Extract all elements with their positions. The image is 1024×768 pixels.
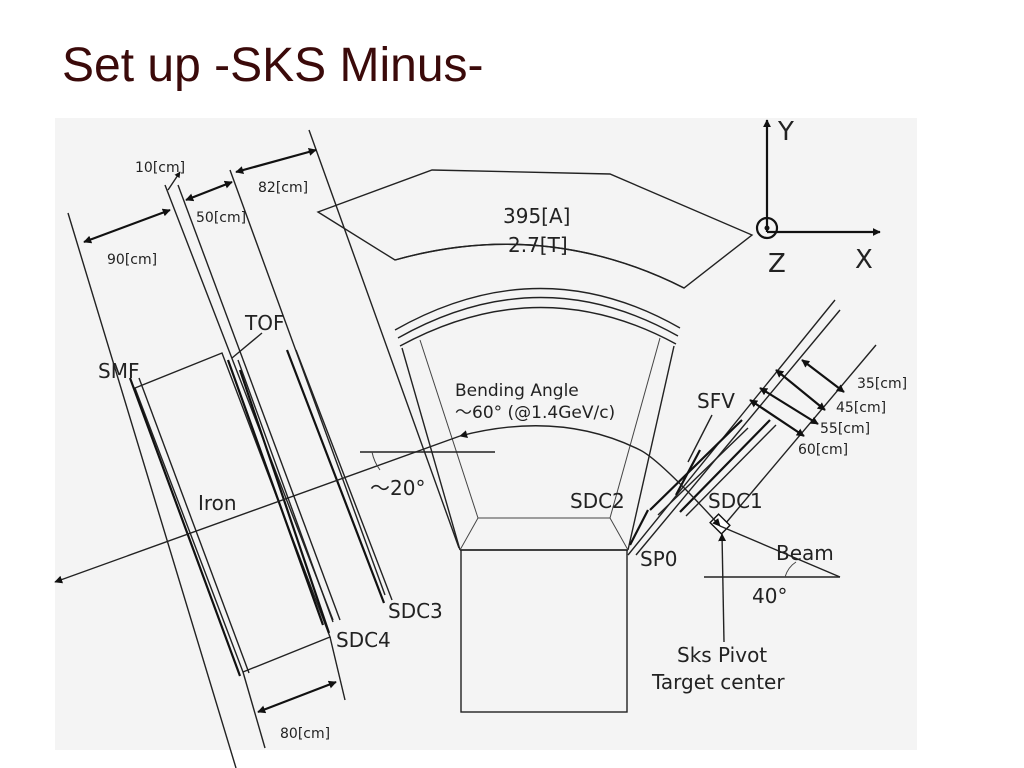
sdc3-plane: [285, 349, 386, 604]
label-tof: TOF: [244, 311, 284, 335]
label-35cm: 35[cm]: [857, 376, 907, 392]
frame-line-outer: [67, 212, 237, 768]
dim-90cm-arrow: [83, 208, 171, 244]
label-current: 395[A]: [503, 204, 570, 228]
dim-50cm-arrow: [185, 180, 233, 202]
label-sdc1: SDC1: [708, 489, 763, 513]
pivot-leader: [718, 533, 727, 643]
dim-80cm-arrow: [257, 680, 337, 714]
frame-line-b: [177, 184, 341, 621]
label-beam: Beam: [776, 541, 834, 565]
frame-line-c: [229, 169, 386, 596]
label-bending-value: 〜60° (@1.4GeV/c): [455, 403, 615, 423]
label-axis-y: Y: [777, 117, 794, 147]
label-82cm: 82[cm]: [258, 180, 308, 196]
trajectory-straight: [54, 435, 461, 584]
label-field: 2.7[T]: [508, 233, 568, 257]
sdc3-plane-2: [295, 349, 393, 601]
label-sdc2: SDC2: [570, 489, 625, 513]
label-angle-20: 〜20°: [370, 476, 425, 500]
trajectory-curve: [459, 425, 721, 527]
magnet-yoke: [316, 169, 754, 289]
frame-line-mid: [164, 184, 334, 621]
label-pivot-line2: Target center: [651, 670, 785, 694]
dim-60cm-arrow: [749, 399, 805, 437]
label-55cm: 55[cm]: [820, 421, 870, 437]
frame-line-right: [308, 129, 460, 549]
label-bending-angle: Bending Angle: [455, 381, 579, 401]
label-45cm: 45[cm]: [836, 400, 886, 416]
label-pivot-line1: Sks Pivot: [677, 643, 767, 667]
label-axis-z: Z: [768, 249, 786, 279]
label-10cm: 10[cm]: [135, 160, 185, 176]
tof-wall-2: [237, 359, 334, 623]
angle-20-arc: [371, 451, 381, 471]
label-80cm: 80[cm]: [280, 726, 330, 742]
label-sdc4: SDC4: [336, 628, 391, 652]
tof-wall: [226, 359, 325, 626]
magnet-lower-yoke: [460, 549, 628, 713]
label-sfv: SFV: [697, 389, 735, 413]
label-sp0: SP0: [640, 547, 677, 571]
angle-40-arc: [784, 561, 797, 578]
sdc4-plane: [238, 369, 331, 634]
label-iron: Iron: [198, 491, 237, 515]
beam-line: [719, 525, 841, 578]
sfv-leader: [687, 414, 713, 463]
smf-plane: [128, 377, 242, 677]
label-50cm: 50[cm]: [196, 210, 246, 226]
diagram-panel: [55, 118, 917, 750]
dim-10cm-arrow: [167, 171, 181, 191]
label-sdc3: SDC3: [388, 599, 443, 623]
slide-title: Set up -SKS Minus-: [62, 39, 484, 92]
dim-82cm-arrow: [235, 148, 317, 174]
label-90cm: 90[cm]: [107, 252, 157, 268]
beamline-edge-3: [719, 344, 877, 531]
smf-plane-2: [138, 377, 250, 674]
label-angle-40: 40°: [752, 584, 787, 608]
label-60cm: 60[cm]: [798, 442, 848, 458]
label-smf: SMF: [98, 359, 139, 383]
coordinate-axes: [755, 119, 881, 240]
label-axis-x: X: [855, 245, 873, 275]
tof-leader: [231, 332, 263, 359]
